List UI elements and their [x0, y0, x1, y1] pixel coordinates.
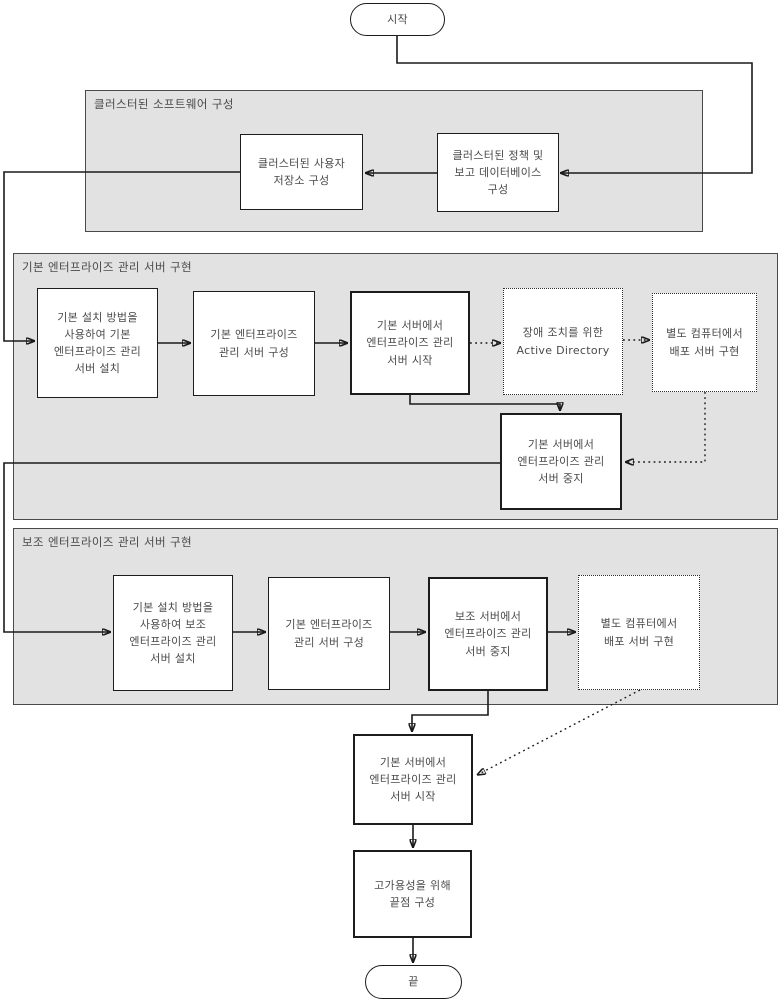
- flow-node-dist-server-secondary: 별도 컴퓨터에서 배포 서버 구현: [578, 575, 700, 690]
- end-terminal: 끝: [365, 965, 462, 999]
- flow-node-install-primary: 기본 설치 방법을 사용하여 기본 엔터프라이즈 관리 서버 설치: [37, 288, 158, 398]
- start-terminal: 시작: [350, 3, 445, 36]
- flow-node-cluster-user-store: 클러스터된 사용자 저장소 구성: [240, 134, 363, 210]
- flow-node-stop-primary: 기본 서버에서 엔터프라이즈 관리 서버 중지: [500, 413, 622, 510]
- flow-node-configure-endpoints: 고가용성을 위해 끝점 구성: [353, 850, 472, 938]
- group-clustered-software-label: 클러스터된 소프트웨어 구성: [94, 97, 234, 111]
- flow-node-stop-secondary: 보조 서버에서 엔터프라이즈 관리 서버 중지: [428, 577, 548, 691]
- flow-node-ad-failover: 장애 조치를 위한 Active Directory: [503, 288, 623, 395]
- group-primary-ems-label: 기본 엔터프라이즈 관리 서버 구현: [22, 260, 192, 274]
- flow-node-cluster-policy-db: 클러스터된 정책 및 보고 데이터베이스 구성: [437, 133, 559, 212]
- flow-node-install-secondary: 기본 설치 방법을 사용하여 보조 엔터프라이즈 관리 서버 설치: [113, 575, 233, 691]
- flow-node-start-primary-final: 기본 서버에서 엔터프라이즈 관리 서버 시작: [353, 734, 473, 825]
- group-clustered-software: 클러스터된 소프트웨어 구성: [85, 90, 703, 232]
- flow-node-configure-primary: 기본 엔터프라이즈 관리 서버 구성: [193, 291, 315, 396]
- flow-node-configure-secondary: 기본 엔터프라이즈 관리 서버 구성: [268, 577, 390, 690]
- flow-node-start-primary: 기본 서버에서 엔터프라이즈 관리 서버 시작: [350, 291, 470, 395]
- flow-node-dist-server-primary: 별도 컴퓨터에서 배포 서버 구현: [652, 293, 757, 392]
- group-secondary-ems-label: 보조 엔터프라이즈 관리 서버 구현: [22, 535, 192, 549]
